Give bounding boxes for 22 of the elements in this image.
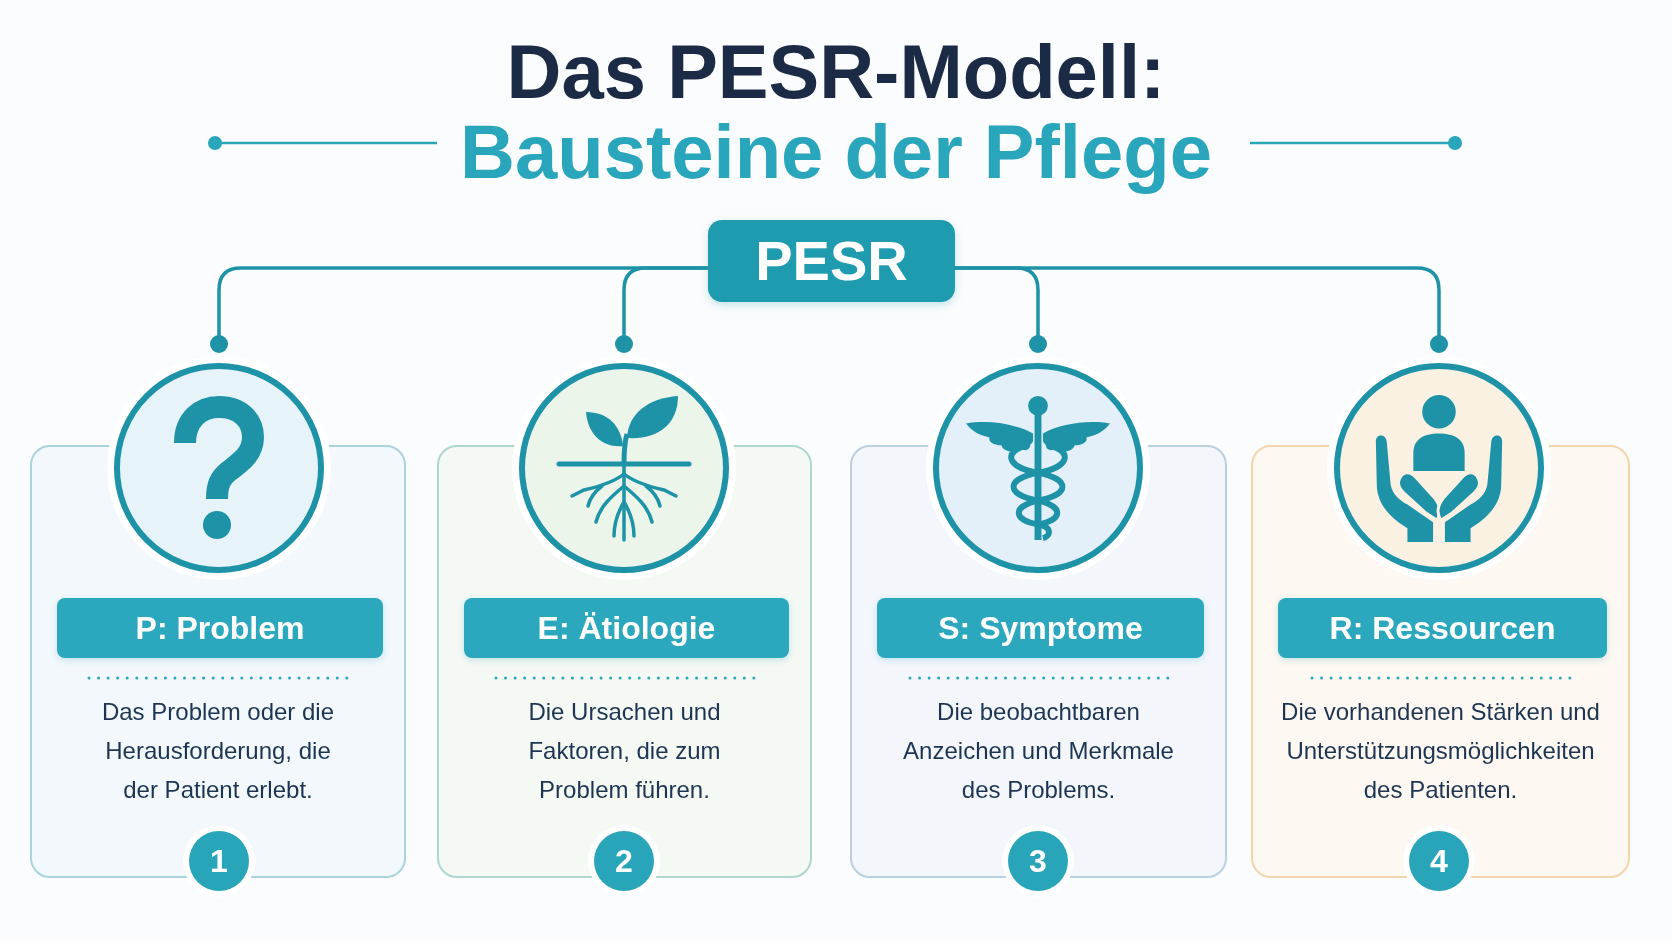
heading-bar — [464, 598, 789, 658]
connector-line — [615, 266, 708, 353]
card-description: Die Ursachen und Faktoren, die zum Problem führen. — [527, 697, 722, 805]
step-number: 1 — [210, 845, 228, 877]
heading-bar — [57, 598, 383, 658]
title: Das PESR-Modell: — [506, 32, 1166, 112]
card-description: Das Problem oder die Herausforderung, die der Patient erlebt. — [100, 697, 336, 805]
card-heading: P: Problem — [135, 612, 305, 644]
card-heading: S: Symptome — [938, 612, 1143, 644]
step-number: 2 — [615, 845, 633, 877]
card-heading: E: Ätiologie — [537, 612, 716, 644]
hub-label: PESR — [755, 233, 908, 289]
connector-line — [955, 266, 1448, 353]
heading-bar — [1278, 598, 1607, 658]
step-number: 4 — [1430, 845, 1448, 877]
card-heading: R: Ressourcen — [1329, 612, 1556, 644]
subtitle: Bausteine der Pflege — [460, 112, 1212, 192]
card-description: Die vorhandenen Stärken und Unterstützungsmöglichkeiten des Patienten. — [1280, 697, 1601, 805]
hub-box — [708, 220, 955, 302]
heading-bar — [877, 598, 1204, 658]
card-description: Die beobachtbaren Anzeichen und Merkmale des Problems. — [902, 697, 1175, 805]
step-number: 3 — [1029, 845, 1047, 877]
